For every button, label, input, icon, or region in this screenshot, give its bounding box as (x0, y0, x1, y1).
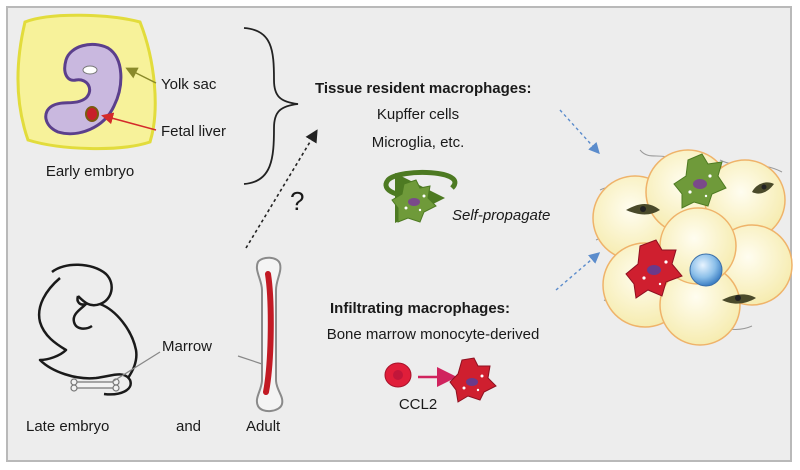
fetal-liver-pointer (101, 112, 157, 131)
embryo-bone (70, 378, 120, 392)
self-propagate-label: Self-propagate (452, 207, 551, 224)
yolk-sac-pointer (125, 67, 157, 84)
question-mark: ? (290, 186, 305, 216)
fetal-liver-label: Fetal liver (161, 123, 227, 140)
marrow-pointer-adult (237, 355, 263, 365)
fetal-liver-shape (85, 106, 99, 122)
microglia-label: Microglia, etc. (371, 134, 465, 151)
stellate-cells (626, 182, 774, 304)
resident-macrophage-in-tissue (673, 153, 727, 209)
dotted-arrow-to-resident (245, 129, 318, 249)
early-embryo-label: Early embryo (45, 163, 135, 180)
kupffer-cells-label: Kupffer cells (376, 106, 460, 123)
adult-label: Adult (246, 418, 281, 435)
ccl2-label: CCL2 (398, 396, 438, 413)
resident-macrophage-small (391, 179, 437, 223)
late-embryo-illustration (37, 263, 138, 396)
tissue-resident-title: Tissue resident macrophages: (315, 80, 532, 97)
lymphocyte (689, 253, 723, 287)
embryo-shape (44, 43, 123, 136)
infiltrating-title: Infiltrating macrophages: (330, 300, 511, 317)
and-label: and (176, 418, 202, 435)
yolk-sac-label: Yolk sac (161, 76, 217, 93)
early-embryo-illustration (16, 13, 157, 151)
marrow-pointer-embryo (111, 351, 161, 383)
blue-arrow-resident-to-tissue (559, 109, 600, 155)
infiltrating-macrophage-in-tissue (625, 239, 683, 299)
brace (243, 27, 299, 185)
marrow-label: Marrow (162, 338, 213, 355)
blue-arrow-infiltrating-to-tissue (555, 252, 601, 291)
late-embryo-label: Late embryo (26, 418, 110, 435)
bone-marrow-derived-label: Bone marrow monocyte-derived (326, 326, 540, 343)
infiltrating-macrophage-small (449, 357, 497, 403)
liver-tissue-cluster (592, 149, 793, 346)
embryo-inner-spot (82, 65, 98, 75)
adult-bone (255, 256, 284, 412)
